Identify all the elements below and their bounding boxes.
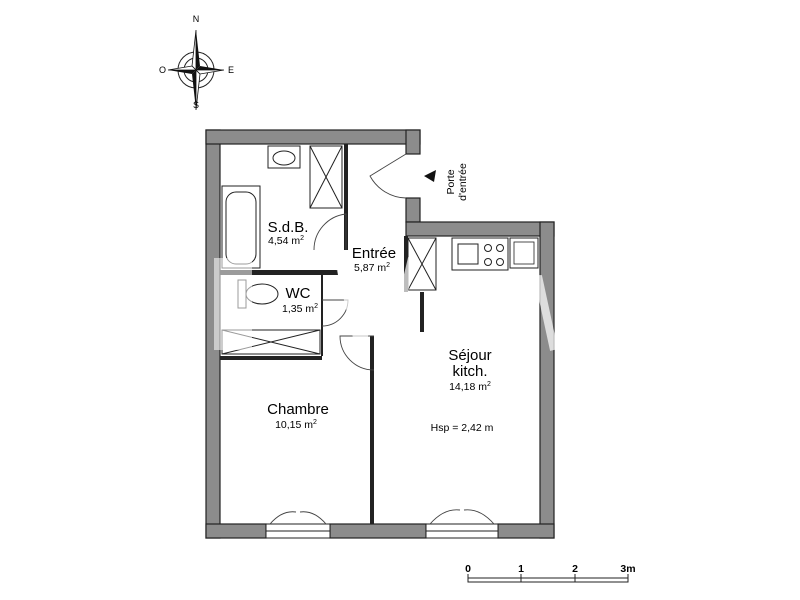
scale-tick-2: 2 — [572, 563, 578, 575]
chambre-name: Chambre — [267, 401, 329, 418]
sdb-name: S.d.B. — [268, 219, 309, 236]
compass-north-label: N — [193, 14, 200, 24]
label-wc: WC 1,35 m2 — [282, 285, 318, 315]
scale-tick-1: 1 — [518, 563, 524, 575]
kitchen-counter — [451, 237, 539, 271]
sejour-name-line1: Séjour — [448, 347, 491, 364]
compass-east-label: E — [228, 65, 234, 75]
entrance-label-line2: d'entrée — [457, 163, 469, 201]
ceiling-height: Hsp = 2,42 m — [431, 422, 494, 434]
chambre-area: 10,15 m2 — [275, 419, 317, 431]
entree-area: 5,87 m2 — [354, 262, 390, 274]
window-sejour — [425, 509, 499, 539]
label-chambre: Chambre 10,15 m2 — [267, 401, 329, 431]
door-sdb — [313, 213, 347, 251]
entrance-arrow-icon — [424, 170, 436, 182]
entrance-label-line1: Porte — [445, 169, 457, 194]
scale-bar: 0 1 2 3m — [465, 563, 636, 583]
sdb-area: 4,54 m2 — [268, 235, 304, 247]
bathtub — [221, 185, 261, 269]
interior-walls — [220, 144, 424, 524]
scale-tick-0: 0 — [465, 563, 471, 575]
scale-tick-3: 3m — [620, 563, 635, 575]
sejour-name-line2: kitch. — [452, 363, 487, 380]
label-entrance: Porte d'entrée — [445, 163, 469, 201]
sejour-area: 14,18 m2 — [449, 381, 491, 393]
label-entree: Entrée 5,87 m2 — [352, 245, 396, 274]
watermark — [214, 257, 558, 366]
shower-closet — [309, 145, 343, 209]
compass-west-label: O — [159, 65, 166, 75]
exterior-walls — [205, 129, 555, 539]
washbasin — [267, 145, 301, 169]
label-sejour: Séjour kitch. 14,18 m2 Hsp = 2,42 m — [431, 347, 494, 434]
compass-south-label: S — [193, 100, 199, 110]
wc-name: WC — [286, 285, 311, 302]
window-chambre — [265, 511, 331, 539]
compass-rose: N S E O — [159, 14, 234, 111]
wc-door — [321, 299, 349, 327]
wc-area: 1,35 m2 — [282, 303, 318, 315]
entree-name: Entrée — [352, 245, 396, 262]
label-sdb: S.d.B. 4,54 m2 — [268, 219, 309, 247]
entrance-door — [369, 153, 407, 199]
chambre-door — [339, 335, 375, 371]
